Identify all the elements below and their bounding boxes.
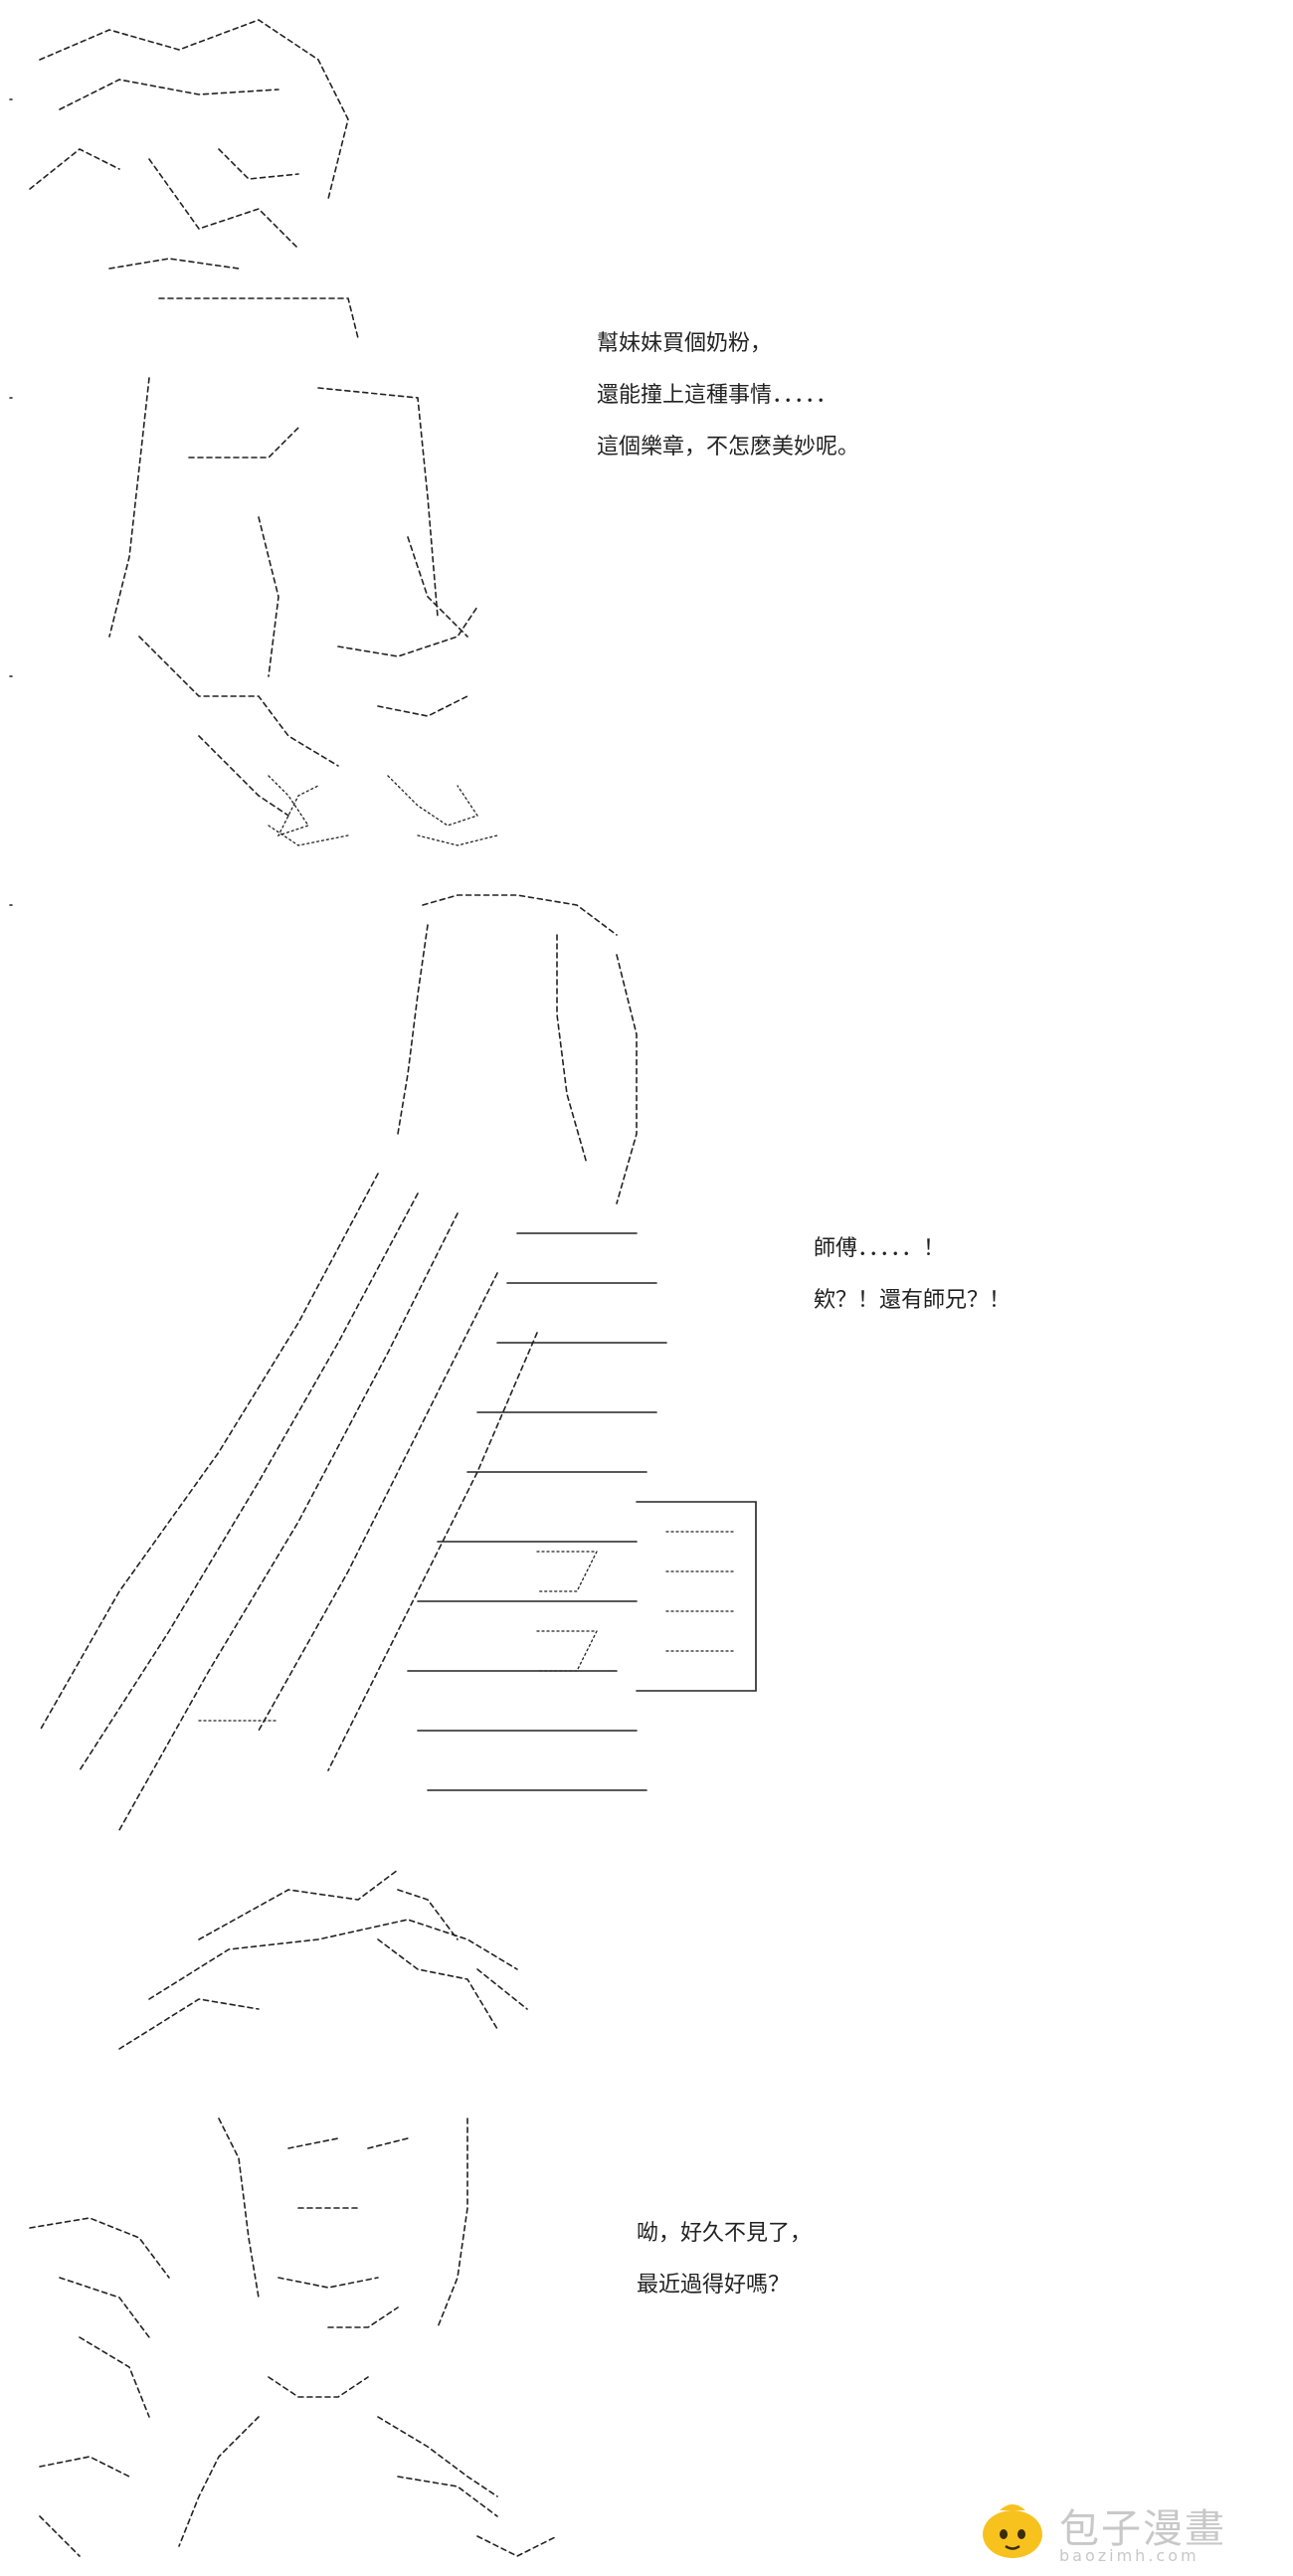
watermark-title: 包子漫畫 bbox=[1059, 2506, 1226, 2552]
panel-3-ascii-art-figure bbox=[29, 1869, 558, 2557]
dialogue-line: 呦，好久不見了， bbox=[637, 2221, 813, 2246]
dialogue-line: 幫妹妹買個奶粉， bbox=[597, 331, 773, 356]
watermark: 包子漫畫 baozimh.com bbox=[980, 2496, 1278, 2566]
dialogue-line: 還能撞上這種事情．．．．． bbox=[597, 383, 838, 408]
panel-1-dialogue: 幫妹妹買個奶粉， 還能撞上這種事情．．．．． 這個樂章，不怎麽美妙呢。 bbox=[597, 318, 859, 473]
dialogue-line: 最近過得好嗎？ bbox=[637, 2273, 791, 2298]
dialogue-line: 師傅．．．．．！ bbox=[814, 1236, 946, 1261]
panel-3-dialogue: 呦，好久不見了， 最近過得好嗎？ bbox=[637, 2208, 812, 2311]
watermark-url: baozimh.com bbox=[1059, 2546, 1200, 2565]
panel-2: 師傅．．．．．！ 欸？！還有師兄？！ bbox=[0, 875, 1293, 1860]
panel-1: 幫妹妹買個奶粉， 還能撞上這種事情．．．．． 這個樂章，不怎麽美妙呢。 bbox=[0, 0, 1293, 875]
bun-mascot-icon bbox=[983, 2504, 1042, 2558]
dialogue-line: 這個樂章，不怎麽美妙呢。 bbox=[597, 435, 860, 460]
panel-1-ascii-art-figure bbox=[9, 19, 498, 846]
dialogue-line: 欸？！還有師兄？！ bbox=[814, 1288, 1012, 1313]
panel-2-ascii-art-figure bbox=[9, 894, 757, 1831]
panel-3: 呦，好久不見了， 最近過得好嗎？ bbox=[0, 1860, 1293, 2576]
panel-2-dialogue: 師傅．．．．．！ 欸？！還有師兄？！ bbox=[814, 1223, 1011, 1327]
